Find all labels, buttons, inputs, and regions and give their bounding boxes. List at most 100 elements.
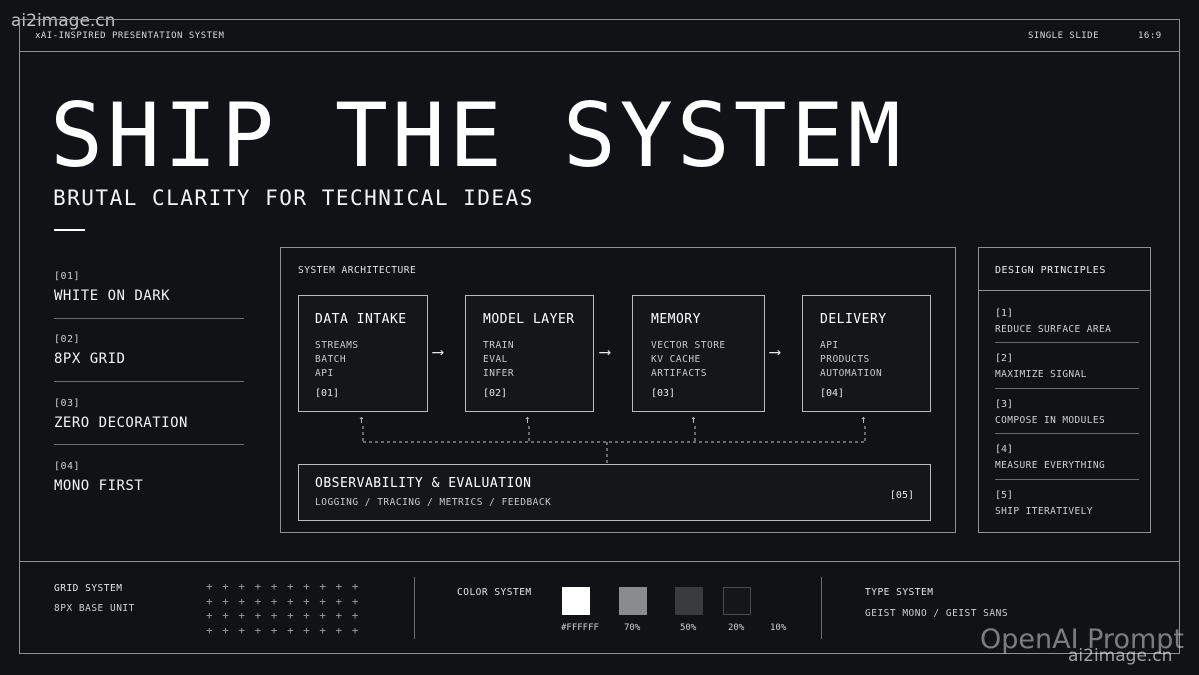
color-swatch-50: [675, 587, 703, 615]
left-divider: [54, 444, 244, 445]
grid-plus-mark: +: [319, 580, 326, 593]
node-item: INFER: [483, 368, 515, 379]
node-title: OBSERVABILITY & EVALUATION: [315, 476, 532, 491]
grid-plus-mark: +: [286, 580, 294, 593]
node-delivery[interactable]: DELIVERY API PRODUCTS AUTOMATION [04]: [802, 295, 931, 412]
watermark-bottom-small: ai2image.cn: [1068, 646, 1173, 666]
grid-plus-mark: +: [254, 580, 262, 593]
node-item: BATCH: [315, 354, 347, 365]
node-item: STREAMS: [315, 340, 359, 351]
left-item-label: MONO FIRST: [54, 478, 144, 494]
architecture-panel: [280, 247, 956, 533]
up-arrow-icon: ↑: [860, 413, 867, 426]
principle-item: [4] MEASURE EVERYTHING: [995, 444, 1139, 471]
node-title: MEMORY: [651, 312, 701, 327]
grid-plus-mark: +: [254, 623, 262, 637]
node-subtitle: LOGGING / TRACING / METRICS / FEEDBACK: [315, 497, 552, 508]
grid-plus-mark: +: [270, 594, 278, 608]
swatch-label: 70%: [624, 623, 641, 633]
grid-plus-mark: +: [222, 609, 229, 622]
grid-plus-mark: +: [303, 609, 310, 622]
node-observability[interactable]: OBSERVABILITY & EVALUATION LOGGING / TRA…: [298, 464, 931, 521]
grid-plus-mark: +: [270, 580, 278, 593]
grid-plus-mark: +: [238, 609, 245, 622]
flow-arrow: ⟶: [600, 342, 610, 361]
grid-plus-mark: +: [286, 609, 294, 622]
principle-label: SHIP ITERATIVELY: [995, 506, 1093, 517]
principle-item: [2] MAXIMIZE SIGNAL: [995, 353, 1139, 380]
grid-plus-mark: +: [335, 623, 343, 637]
left-item-num: [03]: [54, 398, 81, 409]
node-model-layer[interactable]: MODEL LAYER TRAIN EVAL INFER [02]: [465, 295, 594, 412]
node-item: API: [820, 340, 839, 351]
header-mode: SINGLE SLIDE: [1028, 31, 1100, 41]
grid-plus-mark: +: [351, 594, 359, 608]
node-num: [03]: [651, 388, 676, 399]
grid-plus-mark: +: [335, 580, 343, 593]
grid-system-title: GRID SYSTEM: [54, 583, 123, 594]
footer-divider-vertical: [414, 577, 415, 639]
grid-plus-mark: +: [238, 580, 245, 593]
principle-item: [3] COMPOSE IN MODULES: [995, 399, 1139, 426]
grid-plus-mark: +: [206, 580, 213, 593]
architecture-title: SYSTEM ARCHITECTURE: [298, 265, 417, 276]
left-item: [04] MONO FIRST: [54, 461, 244, 494]
node-title: DELIVERY: [820, 312, 887, 327]
swatch-label: 20%: [728, 623, 745, 633]
left-item-label: WHITE ON DARK: [54, 288, 171, 304]
principle-num: [4]: [995, 444, 1014, 455]
grid-plus-mark: +: [270, 623, 278, 637]
grid-plus-mark: +: [303, 594, 310, 608]
left-item-label: ZERO DECORATION: [54, 415, 188, 431]
flow-arrow: ⟶: [770, 342, 780, 361]
grid-plus-mark: +: [319, 594, 326, 608]
grid-plus-mark: +: [270, 609, 278, 622]
node-data-intake[interactable]: DATA INTAKE STREAMS BATCH API [01]: [298, 295, 428, 412]
watermark-bottom-big: OpenAI Prompt: [980, 624, 1184, 655]
grid-plus-mark: +: [335, 609, 343, 622]
grid-plus-mark: +: [222, 594, 229, 608]
principle-item: [5] SHIP ITERATIVELY: [995, 490, 1139, 517]
grid-plus-mark: +: [254, 609, 262, 622]
principle-divider: [995, 342, 1139, 343]
swatch-label: 10%: [770, 623, 787, 633]
grid-plus-mark: +: [351, 623, 359, 637]
node-item: PRODUCTS: [820, 354, 870, 365]
left-item-num: [04]: [54, 461, 81, 472]
node-num: [04]: [820, 388, 845, 399]
grid-plus-mark: +: [351, 609, 359, 622]
up-arrow-icon: ↑: [358, 413, 365, 426]
grid-plus-mark: +: [286, 594, 294, 608]
principle-label: MAXIMIZE SIGNAL: [995, 369, 1087, 380]
type-system-subtitle: GEIST MONO / GEIST SANS: [865, 608, 1009, 619]
node-memory[interactable]: MEMORY VECTOR STORE KV CACHE ARTIFACTS […: [632, 295, 765, 412]
node-item: KV CACHE: [651, 354, 701, 365]
type-system-title: TYPE SYSTEM: [865, 587, 934, 598]
grid-system-subtitle: 8PX BASE UNIT: [54, 603, 135, 614]
node-title: DATA INTAKE: [315, 312, 407, 327]
swatch-label: #FFFFFF: [561, 623, 599, 633]
node-item: EVAL: [483, 354, 508, 365]
feedback-connectors: [362, 426, 866, 464]
color-swatch-20: [723, 587, 751, 615]
left-divider: [54, 318, 244, 319]
left-item-num: [02]: [54, 334, 81, 345]
accent-bar: [54, 229, 85, 231]
principle-divider: [995, 388, 1139, 389]
grid-plus-mark: +: [206, 609, 213, 622]
principle-item: [1] REDUCE SURFACE AREA: [995, 308, 1139, 335]
principles-divider: [978, 290, 1151, 291]
page-title: SHIP THE SYSTEM: [50, 84, 905, 187]
principle-num: [2]: [995, 353, 1014, 364]
grid-plus-mark: +: [222, 580, 229, 593]
left-item: [01] WHITE ON DARK: [54, 271, 244, 304]
flow-arrow: ⟶: [433, 342, 443, 361]
principles-title: DESIGN PRINCIPLES: [995, 265, 1106, 276]
footer-divider: [19, 561, 1180, 562]
node-item: API: [315, 368, 334, 379]
color-swatch-70: [619, 587, 647, 615]
principles-panel: [978, 247, 1151, 533]
principle-num: [5]: [995, 490, 1014, 501]
node-item: ARTIFACTS: [651, 368, 707, 379]
node-num: [05]: [889, 490, 914, 501]
